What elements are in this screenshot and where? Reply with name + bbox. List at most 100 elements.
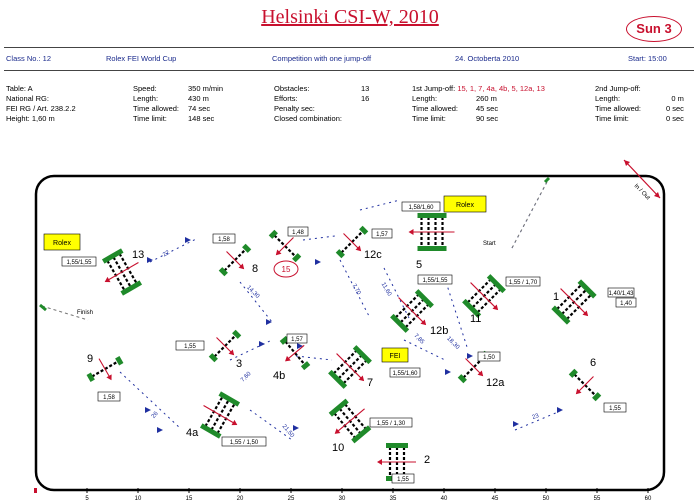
obstacle-arrowhead [377,459,382,465]
obstacle-label-box [505,276,541,287]
obstacle-number: 8 [252,263,258,275]
finish-line [41,305,89,321]
obstacle-direction [335,408,365,434]
distance-label: 7,60 [240,371,253,384]
value-efforts: 16 [361,94,370,103]
obstacle-label: 1,58 [103,395,115,401]
obstacle-label: 1,58 [218,237,230,243]
obstacle-label: 1,58/1,60 [408,205,434,211]
obstacle-wing [386,443,408,448]
obstacle-wing [292,253,302,263]
distance-label: 7,70 [350,283,361,297]
distance-label: 14,30 [245,285,260,300]
label-time-allowed: Time allowed: [133,104,179,113]
obstacle-label-box [607,287,635,298]
obstacle-number: 12c [364,249,382,261]
label-second-jumpoff: 2nd Jump-off: [595,84,641,93]
label-time-limit: Time limit: [133,114,167,123]
ruler-label: 45 [492,496,499,502]
route-dash [514,411,559,431]
obstacle-arrowhead [355,245,362,252]
start-line [511,179,549,249]
value-time-limit: 148 sec [188,114,215,123]
obstacle [408,213,455,251]
label-length: Length: [133,94,159,103]
obstacle-label-box [417,274,453,285]
label-obstacles: Obstacles: [274,84,310,93]
distance-label: 26 [151,410,160,419]
ruler-label: 40 [441,496,448,502]
info-col2-labels: Speed: Length: Time allowed: Time limit: [133,84,179,124]
label-efforts: Efforts: [274,94,298,103]
obstacle-arrowhead [106,374,112,381]
route-arrow [185,237,191,243]
route-dash [295,355,333,361]
ruler-label: 50 [543,496,550,502]
info-col4-values: 260 m 45 sec 90 sec [476,94,498,124]
obstacle-label-box [286,333,308,344]
jumpoff-marker-ring [273,260,299,278]
obstacle-wing [390,313,410,333]
obstacle-arrowhead [285,355,291,362]
info-col2-values: 350 m/min 430 m 74 sec 148 sec [188,84,223,124]
route-arrow [297,343,303,349]
entrance-line [623,159,661,199]
label-jo-time-allowed: Time allowed: [412,104,458,113]
obstacle-wing [232,329,242,339]
obstacle [377,443,416,481]
obstacle-wing [568,368,578,378]
obstacle-label: 1,55/1,55 [422,278,448,284]
obstacle-number: 5 [416,259,422,271]
obstacle-wing [218,391,241,407]
obstacle-number: 11 [470,313,481,325]
competition-date: 24. Octoberta 2010 [455,54,520,63]
distance-label: 11,60 [380,282,393,298]
obstacle-label: 1,48 [292,230,304,236]
distance-label: 7,85 [412,333,425,346]
obstacle-direction [105,262,139,282]
obstacle-label: 1,55/1,55 [66,260,92,266]
label-jo2-length: Length: [595,94,621,103]
ruler-label: 60 [645,496,652,502]
obstacle-label-box [212,233,236,244]
info-national-rg: National RG: [6,94,49,103]
value-jo2-length: 0 m [671,94,684,103]
obstacle-number: 9 [87,353,93,365]
obstacle-wing [551,305,571,325]
obstacle-label-box [401,201,441,212]
obstacle-wing [268,229,278,239]
route-dash [339,259,371,319]
obstacle [462,274,506,318]
obstacle-wing [457,374,467,384]
obstacle-number: 13 [132,249,144,261]
obstacle-label-box [369,417,413,428]
obstacle-wing [242,243,252,253]
obstacle-wing [577,279,597,299]
ruler-label: 35 [390,496,397,502]
route-arrow [157,427,163,433]
obstacle-label: 1,55/1,60 [392,371,418,377]
obstacle-label: 1,55 / 1,30 [377,421,406,427]
route-dash [119,371,181,429]
route-arrow [145,407,151,413]
obstacle-label-box [61,256,97,267]
obstacle [551,279,597,325]
obstacle-wing [300,361,311,371]
obstacle-wing [414,289,434,309]
info-col4: 1st Jump-off: 15, 1, 7, 4a, 4b, 5, 12a, … [412,84,545,124]
sponsor-board [443,195,487,213]
ruler-label: 25 [288,496,295,502]
obstacle [328,345,372,389]
value-jo-time-allowed: 45 sec [476,104,499,113]
obstacle-number: 1 [553,291,559,303]
value-time-allowed: 74 sec [188,104,211,113]
obstacle-label: 1,55 / 1,70 [509,280,538,286]
label-jo2-time-allowed: Time allowed: [595,104,641,113]
route-arrow [259,341,265,347]
divider [4,70,694,71]
obstacle-number: 3 [236,358,242,370]
route-arrow [513,421,519,427]
